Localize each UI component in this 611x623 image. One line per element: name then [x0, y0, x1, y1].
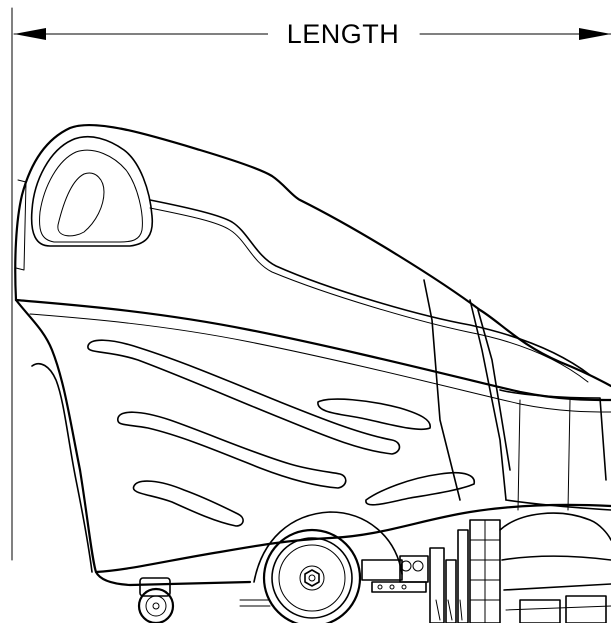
arrow-right-icon — [579, 28, 611, 40]
main-wheel — [253, 511, 403, 623]
caster-wheel — [137, 577, 175, 623]
length-dimension-label: LENGTH — [268, 14, 418, 54]
machine-body — [14, 124, 611, 587]
dimension-line — [11, 7, 611, 561]
rear-mechanism — [239, 512, 611, 623]
arrow-left-icon — [14, 28, 46, 40]
